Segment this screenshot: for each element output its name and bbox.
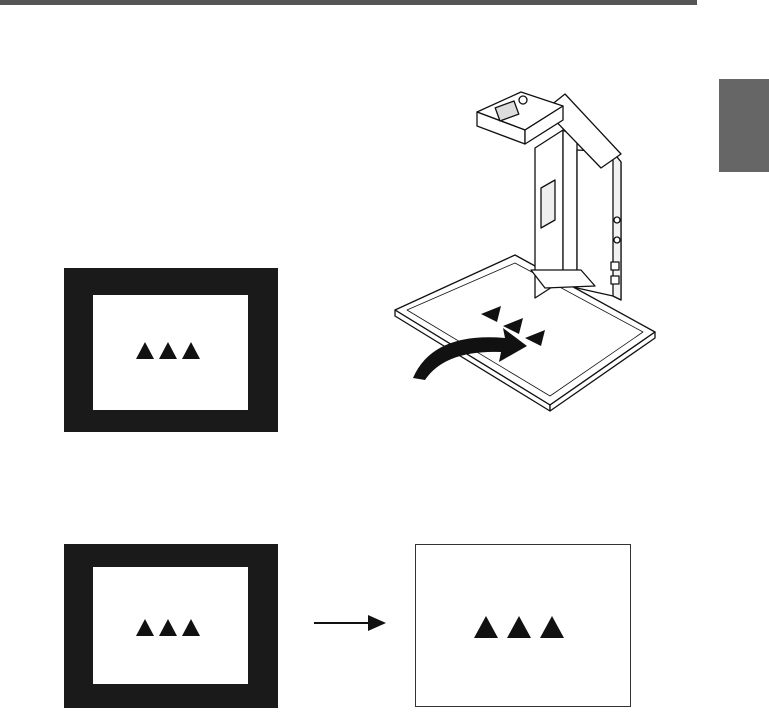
visualizer-illustration: [385, 70, 665, 420]
document-area: [93, 295, 248, 410]
triangle-icon: [540, 616, 564, 638]
triangle-row: [136, 619, 200, 636]
triangle-icon: [159, 619, 177, 636]
triangle-icon: [159, 342, 177, 359]
triangle-icon: [136, 619, 154, 636]
triangle-icon: [182, 619, 200, 636]
triangle-row: [136, 342, 200, 359]
document-area: [93, 567, 248, 684]
monitor-image-zoom-after: [415, 544, 631, 707]
triangle-icon: [507, 616, 531, 638]
triangle-icon: [182, 342, 200, 359]
top-rule: [0, 0, 697, 5]
chapter-tab: [719, 79, 769, 172]
triangle-row: [474, 616, 564, 638]
triangle-icon: [136, 342, 154, 359]
triangle-icon: [474, 616, 498, 638]
monitor-image-zoom-before: [64, 544, 278, 708]
right-arrow-icon: [314, 614, 386, 632]
monitor-image-before: [64, 268, 278, 432]
